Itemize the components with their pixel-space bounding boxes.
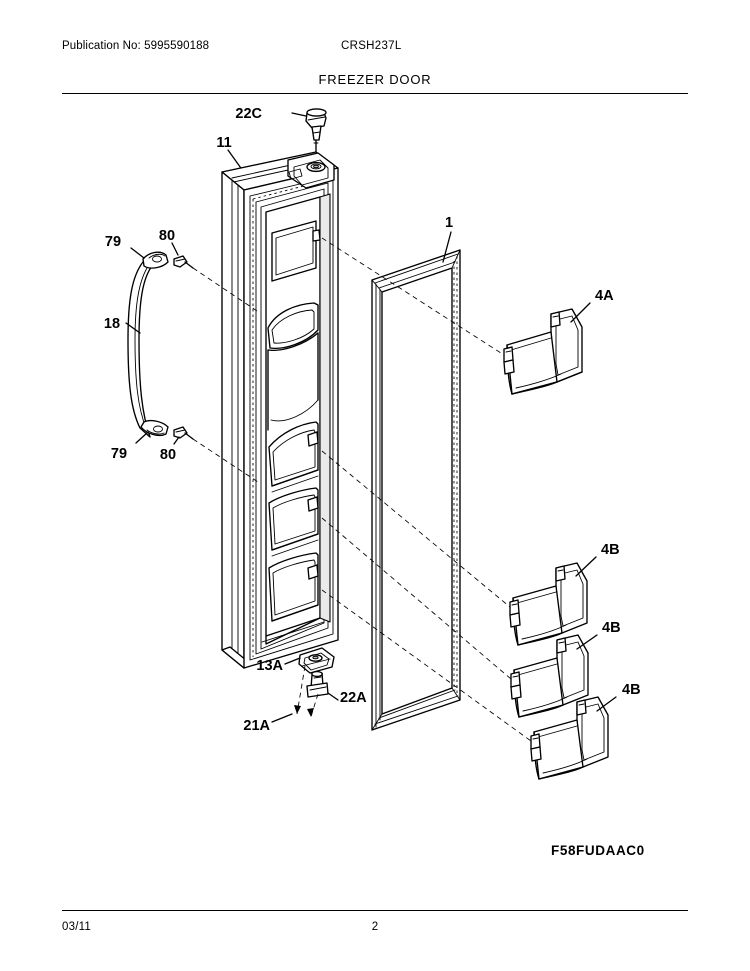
diagram-code: F58FUDAAC0 bbox=[551, 843, 645, 858]
part-21a-hinge-screws bbox=[294, 665, 319, 718]
callout-22a: 22A bbox=[340, 690, 367, 706]
callout-13a: 13A bbox=[256, 658, 283, 674]
callout-4a: 4A bbox=[595, 288, 614, 304]
page-number: 2 bbox=[371, 921, 379, 933]
part-80-handle-screw-upper bbox=[173, 255, 261, 314]
callout-79-top: 79 bbox=[105, 234, 121, 250]
model-number: CRSH237L bbox=[341, 40, 402, 52]
part-11-freezer-door-panel bbox=[221, 151, 339, 669]
part-4b-door-bin-2 bbox=[510, 634, 589, 718]
part-4b-door-bin-1 bbox=[509, 562, 588, 646]
leader-80-top bbox=[171, 242, 179, 256]
callout-1: 1 bbox=[445, 215, 453, 231]
header-divider bbox=[62, 93, 688, 94]
leader-21a bbox=[271, 713, 293, 723]
part-22c-plug-cap bbox=[305, 108, 327, 159]
part-1-door-gasket bbox=[371, 249, 461, 731]
callout-18: 18 bbox=[104, 316, 120, 332]
page-title: FREEZER DOOR bbox=[318, 72, 432, 87]
callout-11: 11 bbox=[216, 135, 231, 151]
assembly-line-4b-1 bbox=[321, 450, 511, 608]
callout-21a: 21A bbox=[243, 718, 270, 734]
leader-22a bbox=[327, 692, 339, 701]
part-4b-door-bin-3 bbox=[530, 696, 609, 780]
leader-4b-2 bbox=[576, 634, 598, 650]
part-4a-door-bin-upper bbox=[503, 308, 583, 395]
leader-4b-1 bbox=[575, 556, 597, 577]
part-13a-hinge-bracket bbox=[298, 647, 335, 674]
footer-divider bbox=[62, 910, 688, 911]
callout-80-top: 80 bbox=[159, 228, 175, 244]
leader-18 bbox=[125, 322, 141, 334]
leader-13a bbox=[284, 657, 301, 665]
part-80-handle-screw-lower bbox=[173, 426, 259, 483]
leader-4a bbox=[570, 302, 591, 323]
assembly-line-4a bbox=[321, 237, 505, 356]
leader-79-bottom bbox=[135, 431, 149, 444]
leader-1 bbox=[442, 231, 452, 263]
leader-4b-3 bbox=[596, 696, 617, 712]
callout-79-bottom: 79 bbox=[111, 446, 127, 462]
callout-4b-1: 4B bbox=[601, 542, 620, 558]
part-22a-hinge-bushing bbox=[306, 670, 329, 698]
leader-22c bbox=[291, 112, 307, 117]
callout-4b-2: 4B bbox=[602, 620, 621, 636]
callout-4b-3: 4B bbox=[622, 682, 641, 698]
part-18-door-handle bbox=[127, 251, 169, 438]
publication-number: Publication No: 5995590188 bbox=[62, 40, 210, 52]
callout-22c: 22C bbox=[235, 106, 262, 122]
leader-80-bottom bbox=[173, 436, 180, 445]
leader-79-top bbox=[130, 247, 145, 259]
assembly-line-4b-3 bbox=[321, 589, 532, 742]
footer-date: 03/11 bbox=[62, 921, 91, 933]
callout-labels: 22C 11 1 79 80 18 79 80 4A 4B 4B 4B 13A … bbox=[104, 106, 641, 734]
callout-80-bottom: 80 bbox=[160, 447, 176, 463]
